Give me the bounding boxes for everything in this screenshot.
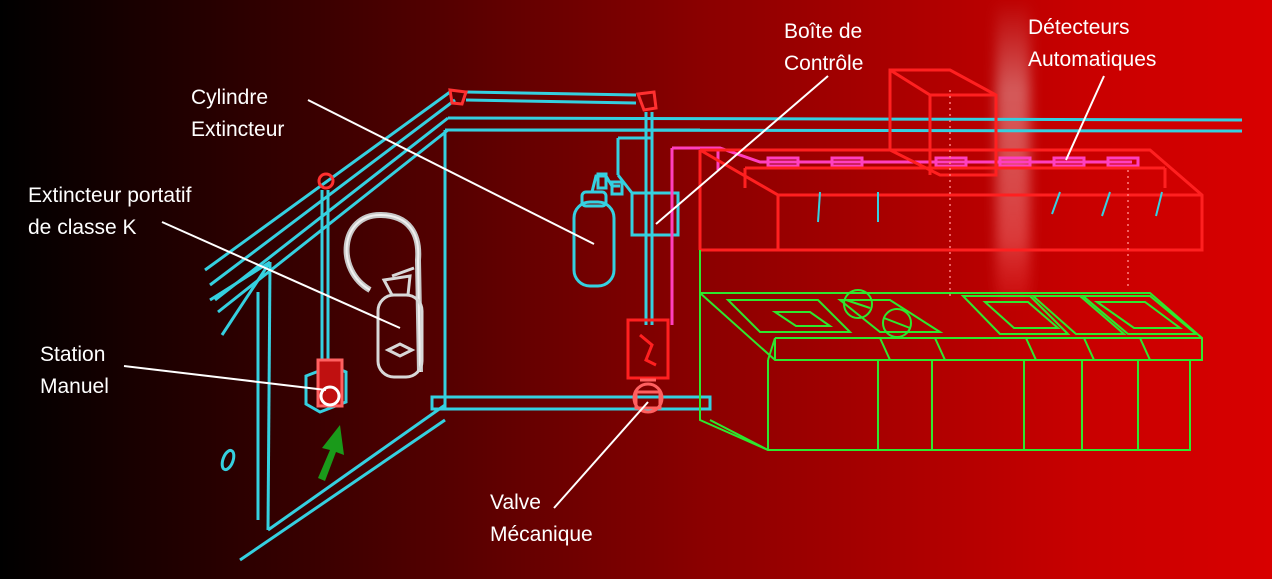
label-line: Automatiques (1028, 48, 1157, 71)
label-line: Manuel (40, 375, 109, 398)
label-line: Station (40, 343, 106, 366)
label-line: Cylindre (191, 86, 269, 109)
nozzles (817, 191, 1163, 223)
label-line: Contrôle (784, 52, 864, 75)
label-line: Valve (490, 491, 541, 514)
leader-portatif (161, 221, 401, 329)
leader-cylindre (307, 99, 595, 245)
label-station-manuel: Station Manuel (40, 339, 109, 403)
distribution-pipe (430, 395, 712, 411)
suppression-piping (204, 90, 1243, 370)
label-valve-mecanique: Valve Mécanique (490, 487, 593, 551)
portable-extinguisher (343, 211, 424, 379)
label-line: Détecteurs (1028, 16, 1130, 39)
label-line: Extincteur (191, 118, 285, 141)
leader-lines (123, 75, 1105, 509)
leader-detecteurs (1065, 75, 1105, 161)
leader-boite (655, 75, 829, 225)
up-arrow-icon (318, 425, 344, 481)
label-detecteurs-automatiques: Détecteurs Automatiques (1028, 12, 1156, 76)
label-cylindre-extincteur: Cylindre Extincteur (191, 82, 284, 146)
suppression-cylinder (572, 172, 624, 288)
label-line: de classe K (28, 216, 137, 239)
hood-dotted-lines (949, 90, 1129, 300)
label-line: Mécanique (490, 523, 593, 546)
exhaust-hood (698, 68, 1204, 252)
cooking-appliances (699, 250, 1203, 451)
pipe-fittings (317, 88, 658, 190)
leader-station (123, 365, 327, 391)
label-line: Boîte de (784, 20, 863, 43)
label-boite-de-controle: Boîte de Contrôle (784, 16, 863, 80)
label-line: Extincteur portatif (28, 184, 192, 207)
mechanical-valve (626, 318, 670, 414)
automatic-detectors (766, 156, 1140, 168)
manual-pull-station (304, 358, 348, 414)
label-extincteur-portatif: Extincteur portatif de classe K (28, 180, 191, 244)
control-box (616, 174, 680, 237)
leader-valve (553, 401, 649, 509)
